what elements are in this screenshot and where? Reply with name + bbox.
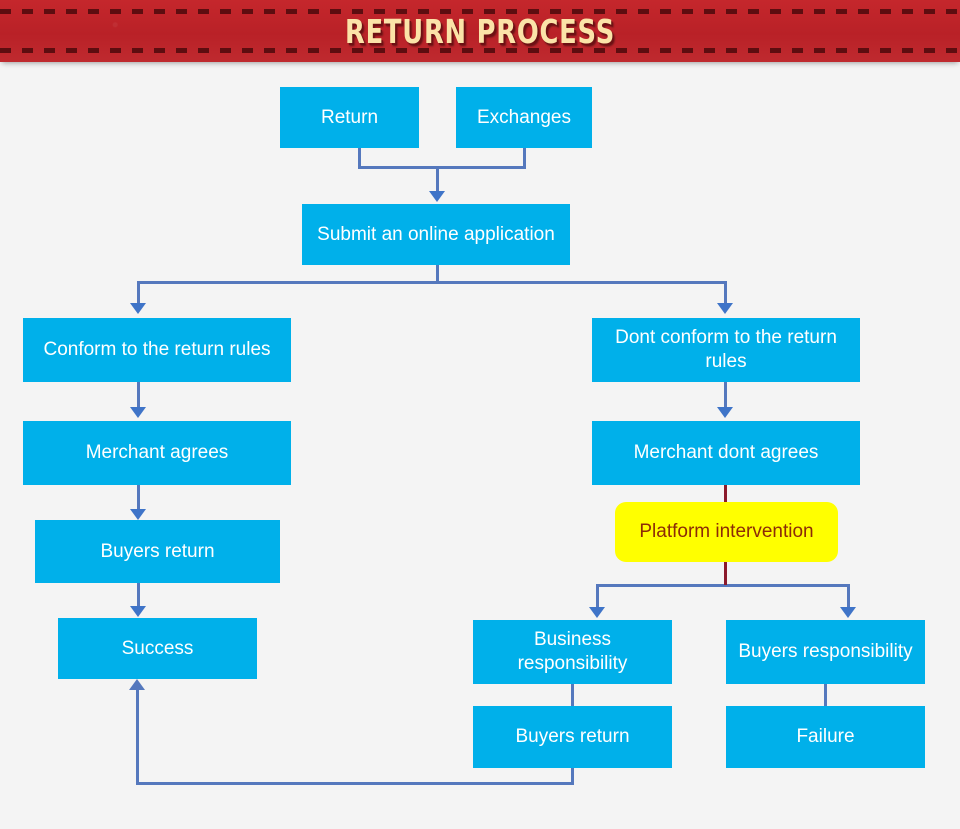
node-merchant-agrees[interactable]: Merchant agrees <box>23 421 291 485</box>
node-buyers-return-right-label: Buyers return <box>515 726 630 747</box>
connector-exchanges-down <box>523 148 526 168</box>
connector-feedback-left <box>136 782 574 785</box>
node-submit-application-label: Submit an online application <box>317 223 555 245</box>
connector-platform-split-right-down <box>847 584 850 610</box>
node-conform-to-return-rules-label: Conform to the return rules <box>43 339 271 360</box>
node-dont-conform-to-return-rules[interactable]: Dont conform to the return rules <box>592 318 860 382</box>
arrow-into-conform <box>130 303 146 314</box>
banner-dashed-rule-bottom <box>0 48 960 53</box>
connector-business-resp-to-buyers-return <box>571 684 574 708</box>
connector-platform-split-left-down <box>596 584 599 610</box>
connector-conform-to-merchant-agrees <box>137 382 140 410</box>
connector-split-bar <box>137 281 727 284</box>
page-header-banner: RETURN PROCESS <box>0 0 960 62</box>
node-dont-conform-to-return-rules-label: Dont conform to the return rules <box>615 327 837 372</box>
banner-dashed-rule-top <box>0 9 960 14</box>
connector-top-merge-bar <box>358 166 526 169</box>
arrow-into-merchant-agrees <box>130 407 146 418</box>
connector-split-right-down <box>724 281 727 306</box>
node-buyers-return-right[interactable]: Buyers return <box>473 706 672 768</box>
connector-platform-split-bar <box>596 584 850 587</box>
node-platform-intervention[interactable]: Platform intervention <box>615 502 838 562</box>
node-submit-application[interactable]: Submit an online application <box>302 204 570 265</box>
node-exchanges-label: Exchanges <box>476 106 571 128</box>
node-failure-label: Failure <box>796 726 855 747</box>
node-business-responsibility-label: Business responsibility <box>517 629 628 674</box>
page-title: RETURN PROCESS <box>344 12 616 51</box>
arrow-into-dont-conform <box>717 303 733 314</box>
node-success-label: Success <box>121 637 194 659</box>
node-buyers-return-left[interactable]: Buyers return <box>35 520 280 583</box>
node-return[interactable]: Return <box>280 87 419 148</box>
node-return-label: Return <box>320 106 379 128</box>
arrow-into-merchant-dont-agrees <box>717 407 733 418</box>
connector-buyers-resp-to-failure <box>824 684 827 708</box>
node-buyers-responsibility-label: Buyers responsibility <box>738 641 913 662</box>
node-merchant-dont-agrees-label: Merchant dont agrees <box>633 442 819 463</box>
arrow-into-success <box>130 606 146 617</box>
connector-submit-down <box>436 265 439 283</box>
connector-split-left-down <box>137 281 140 306</box>
connector-merchant-agrees-to-buyers-return <box>137 485 140 513</box>
connector-feedback-up <box>136 690 139 784</box>
node-conform-to-return-rules[interactable]: Conform to the return rules <box>23 318 291 382</box>
connector-dont-conform-to-merchant-dont-agrees <box>724 382 727 410</box>
connector-return-down <box>358 148 361 168</box>
node-merchant-dont-agrees[interactable]: Merchant dont agrees <box>592 421 860 485</box>
node-business-responsibility[interactable]: Business responsibility <box>473 620 672 684</box>
node-exchanges[interactable]: Exchanges <box>456 87 592 148</box>
arrow-into-success-feedback <box>129 679 145 690</box>
connector-buyers-return-to-success <box>137 583 140 609</box>
node-failure[interactable]: Failure <box>726 706 925 768</box>
arrow-into-submit <box>429 191 445 202</box>
node-success[interactable]: Success <box>58 618 257 679</box>
arrow-into-buyers-return-left <box>130 509 146 520</box>
node-buyers-responsibility[interactable]: Buyers responsibility <box>726 620 925 684</box>
connector-merge-to-submit <box>436 166 439 194</box>
connector-feedback-down <box>571 768 574 784</box>
node-buyers-return-left-label: Buyers return <box>100 540 215 562</box>
arrow-into-buyers-responsibility <box>840 607 856 618</box>
node-merchant-agrees-label: Merchant agrees <box>85 442 229 463</box>
node-platform-intervention-label: Platform intervention <box>639 521 814 542</box>
arrow-into-business-responsibility <box>589 607 605 618</box>
